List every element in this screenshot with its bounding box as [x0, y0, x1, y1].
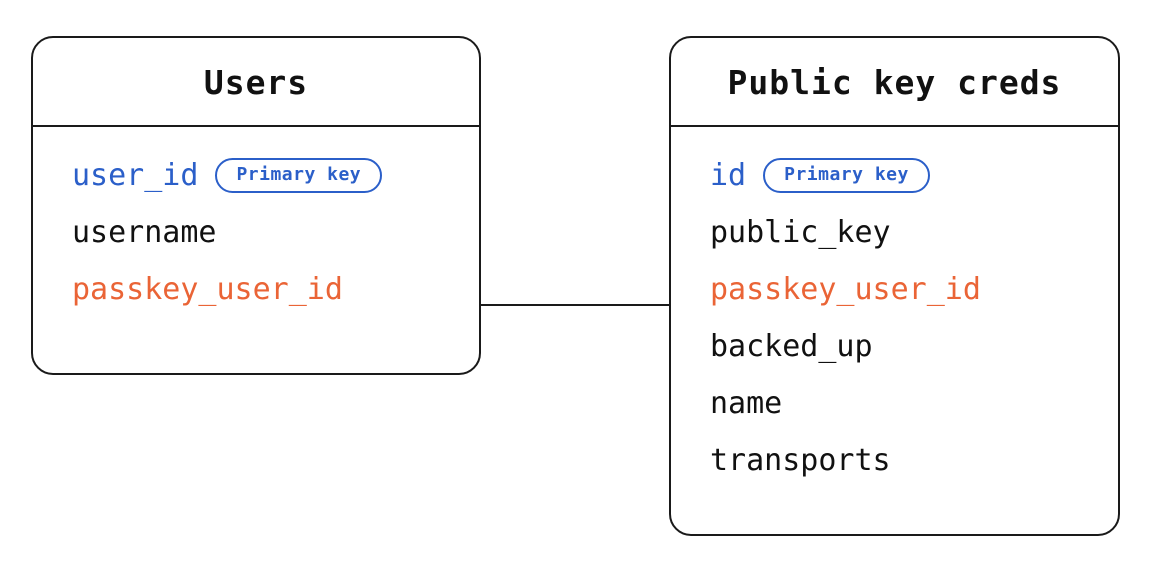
field-row[interactable]: backed_up — [671, 318, 1118, 375]
entity-public-key-creds[interactable]: Public key creds id Primary key public_k… — [669, 36, 1120, 536]
primary-key-badge: Primary key — [215, 158, 383, 193]
field-name-backed-up: backed_up — [710, 328, 873, 364]
entity-users-fields: user_id Primary key username passkey_use… — [33, 127, 479, 318]
field-name-name: name — [710, 385, 783, 421]
relationship-connector-passkey-user-id — [479, 304, 670, 306]
entity-users-header-divider — [31, 125, 481, 127]
entity-public-key-creds-fields: id Primary key public_key passkey_user_i… — [671, 127, 1118, 489]
field-name-transports: transports — [710, 442, 891, 478]
entity-users[interactable]: Users user_id Primary key username passk… — [31, 36, 481, 375]
entity-public-key-creds-header: Public key creds — [669, 38, 1120, 127]
field-row[interactable]: user_id Primary key — [33, 147, 479, 204]
field-row[interactable]: id Primary key — [671, 147, 1118, 204]
field-name-user-id: user_id — [72, 157, 199, 193]
field-row[interactable]: username — [33, 204, 479, 261]
entity-public-key-creds-title: Public key creds — [727, 63, 1062, 102]
field-name-id: id — [710, 157, 747, 193]
field-row[interactable]: transports — [671, 432, 1118, 489]
entity-users-header: Users — [31, 38, 481, 127]
field-row[interactable]: name — [671, 375, 1118, 432]
entity-public-key-creds-header-divider — [669, 125, 1120, 127]
field-row[interactable]: public_key — [671, 204, 1118, 261]
entity-users-title: Users — [203, 63, 309, 102]
primary-key-badge: Primary key — [763, 158, 930, 193]
field-name-passkey-user-id: passkey_user_id — [72, 271, 343, 307]
field-row[interactable]: passkey_user_id — [33, 261, 479, 318]
field-name-public-key: public_key — [710, 214, 891, 250]
field-name-username: username — [72, 214, 217, 250]
field-name-passkey-user-id: passkey_user_id — [710, 271, 981, 307]
field-row[interactable]: passkey_user_id — [671, 261, 1118, 318]
